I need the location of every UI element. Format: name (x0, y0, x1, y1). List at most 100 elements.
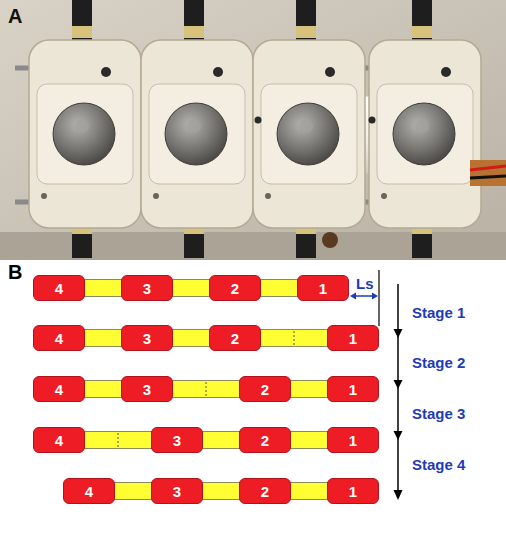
module-block: 4 (33, 427, 85, 453)
photo-background (0, 0, 506, 260)
dimension-label: Ls (356, 276, 374, 291)
segment-fill (172, 330, 210, 346)
connector-block (470, 160, 506, 186)
arrow-head (394, 329, 403, 338)
segment-outline (260, 279, 298, 297)
dotted-divider (118, 433, 119, 448)
segment-outline (84, 279, 122, 297)
segment-outline (84, 329, 122, 347)
connecting-segment (260, 338, 328, 339)
connecting-segment (172, 389, 240, 390)
arrow-head (394, 380, 403, 389)
segment-fill (84, 330, 122, 346)
module-number: 1 (349, 484, 357, 499)
module-block: 1 (297, 275, 349, 301)
module-block: 3 (151, 427, 203, 453)
module-block: 3 (121, 275, 173, 301)
module-block: 1 (327, 325, 379, 351)
module-number: 1 (349, 382, 357, 397)
clamp-unit (29, 0, 141, 258)
module-number: 2 (261, 433, 269, 448)
module-number: 2 (231, 281, 239, 296)
connecting-segment (290, 389, 328, 390)
module-block: 4 (33, 325, 85, 351)
segment-fill (260, 330, 328, 346)
segment-outline (114, 482, 152, 500)
stage-arrow (394, 284, 403, 500)
segment-fill (84, 381, 122, 397)
segment-fill (290, 483, 328, 499)
segment-outline (172, 380, 240, 398)
tube-hole (255, 117, 262, 124)
arrow-head (372, 293, 378, 300)
module-block: 2 (239, 376, 291, 402)
clamp-unit (141, 0, 253, 258)
clamp-unit (253, 0, 365, 258)
dotted-divider (206, 382, 207, 397)
module-number: 4 (55, 382, 63, 397)
connecting-segment (172, 288, 210, 289)
connecting-segment (290, 440, 328, 441)
device-photo (0, 0, 506, 260)
plate-hole (322, 232, 338, 248)
module-number: 2 (261, 484, 269, 499)
segment-fill (260, 280, 298, 296)
module-block: 3 (121, 376, 173, 402)
module-number: 3 (173, 433, 181, 448)
module-block: 4 (33, 376, 85, 402)
connecting-segment (114, 491, 152, 492)
dimension-marks (350, 270, 379, 326)
module-number: 1 (349, 433, 357, 448)
module-number: 2 (231, 331, 239, 346)
connecting-segment (84, 288, 122, 289)
stage-line (397, 284, 399, 496)
segment-fill (172, 381, 240, 397)
segment-outline (290, 482, 328, 500)
segment-outline (202, 431, 240, 449)
segment-outline (84, 431, 152, 449)
module-block: 3 (151, 478, 203, 504)
module-block: 1 (327, 427, 379, 453)
panel-letter: B (8, 262, 22, 282)
module-block: 2 (209, 275, 261, 301)
arrow-head (350, 293, 356, 300)
module-block: 4 (63, 478, 115, 504)
module-number: 3 (143, 331, 151, 346)
module-number: 2 (261, 382, 269, 397)
tube-hole (369, 117, 376, 124)
connecting-segment (172, 338, 210, 339)
red-wire (470, 166, 506, 170)
segment-outline (172, 329, 210, 347)
module-number: 4 (55, 331, 63, 346)
module-block: 2 (239, 427, 291, 453)
connecting-segment (84, 389, 122, 390)
segment-fill (290, 432, 328, 448)
segment-outline (172, 279, 210, 297)
stage-label: Stage 3 (412, 406, 465, 421)
module-number: 3 (173, 484, 181, 499)
segment-outline (202, 482, 240, 500)
module-number: 1 (349, 331, 357, 346)
module-number: 3 (143, 382, 151, 397)
module-number: 3 (143, 281, 151, 296)
dimension-line (378, 270, 379, 326)
module-block: 1 (327, 376, 379, 402)
dotted-divider (294, 331, 295, 346)
arrow-head (394, 490, 403, 500)
connecting-segment (84, 440, 152, 441)
module-block: 2 (209, 325, 261, 351)
connecting-segment (202, 440, 240, 441)
segment-fill (84, 280, 122, 296)
module-number: 4 (55, 281, 63, 296)
segment-fill (202, 483, 240, 499)
module-block: 4 (33, 275, 85, 301)
segment-fill (84, 432, 152, 448)
segment-fill (172, 280, 210, 296)
segment-outline (290, 380, 328, 398)
module-block: 2 (239, 478, 291, 504)
arrow-head (394, 431, 403, 440)
connecting-segment (202, 491, 240, 492)
stage-label: Stage 1 (412, 305, 465, 320)
stage-label: Stage 2 (412, 355, 465, 370)
